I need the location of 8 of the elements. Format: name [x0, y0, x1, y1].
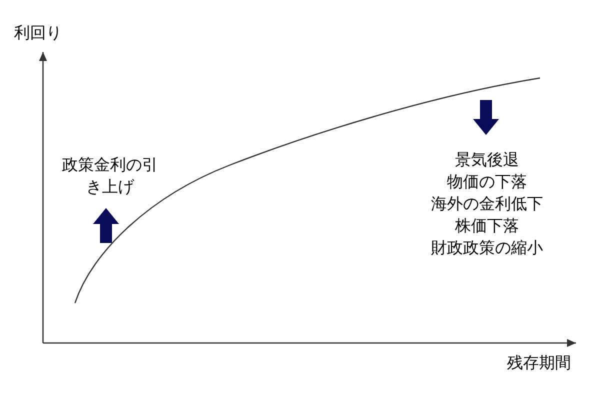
factor-text: 財政政策の縮小 — [430, 237, 544, 259]
axis-title: 残存期間 — [506, 352, 572, 374]
factor-text: 海外の金利低下 — [430, 193, 544, 215]
factor-text: 物価の下落 — [446, 171, 528, 193]
axis-title: 利回り — [13, 22, 63, 44]
factor-text: 政策金利の引き上げ — [62, 154, 158, 198]
factor-text: 景気後退 — [454, 149, 520, 171]
factor-text: 株価下落 — [454, 215, 520, 237]
